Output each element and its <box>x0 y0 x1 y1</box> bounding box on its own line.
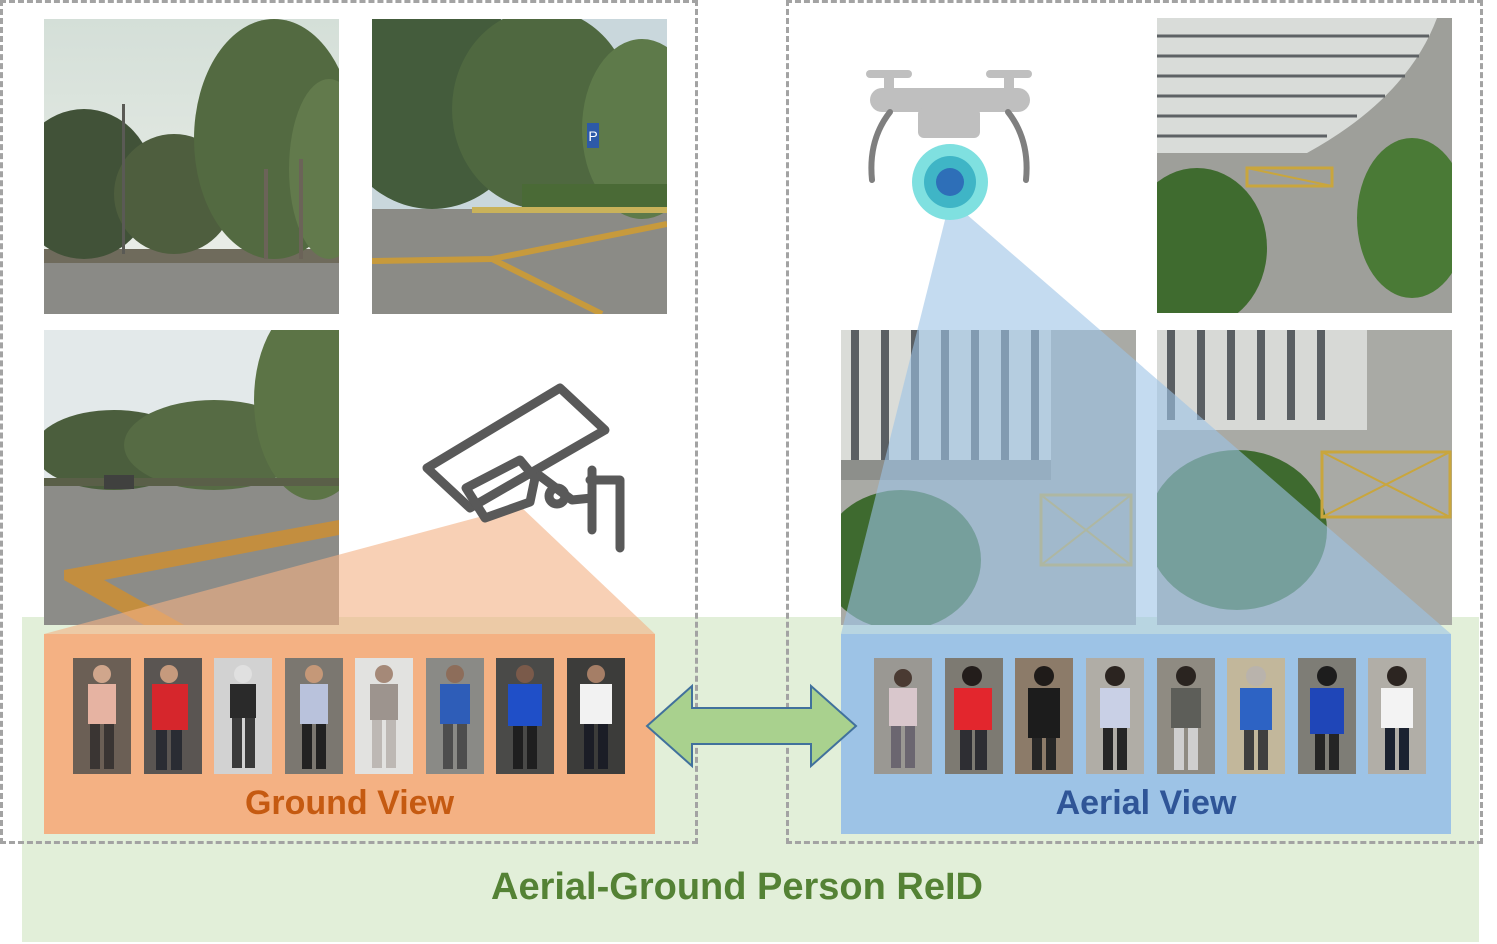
ground-person-crop <box>285 658 343 774</box>
surveillance-camera-icon <box>422 383 625 553</box>
aerial-photo-1 <box>1157 18 1452 313</box>
ground-view-box: Ground View <box>44 634 655 834</box>
aerial-view-panel <box>786 0 1483 844</box>
ground-view-label: Ground View <box>244 784 455 822</box>
drone-icon <box>866 70 1032 220</box>
ground-person-crop <box>355 658 413 774</box>
ground-person-crop <box>567 658 625 774</box>
drone-view-cone <box>841 200 1451 634</box>
ground-person-crop <box>426 658 484 774</box>
aerial-person-crop <box>945 658 1003 774</box>
aerial-person-crop <box>1086 658 1144 774</box>
figure-title: Aerial-Ground Person ReID <box>491 866 983 908</box>
svg-text:P: P <box>588 128 597 144</box>
aerial-person-crop <box>1227 658 1285 774</box>
ground-person-crop <box>214 658 272 774</box>
aerial-person-crop <box>1015 658 1073 774</box>
ground-person-crop <box>73 658 131 774</box>
aerial-person-crop <box>1298 658 1356 774</box>
ground-person-crop <box>144 658 202 774</box>
aerial-view-box: Aerial View <box>841 634 1451 834</box>
ground-photo-1 <box>44 19 339 314</box>
ground-photo-2: P <box>372 19 667 314</box>
aerial-person-crop <box>1368 658 1426 774</box>
aerial-person-crop <box>874 658 932 774</box>
ground-person-crop <box>496 658 554 774</box>
aerial-person-crop <box>1157 658 1215 774</box>
camera-view-cone <box>44 506 655 634</box>
double-arrow-icon <box>645 683 858 769</box>
aerial-view-label: Aerial View <box>1055 784 1237 822</box>
ground-view-panel <box>0 0 698 844</box>
